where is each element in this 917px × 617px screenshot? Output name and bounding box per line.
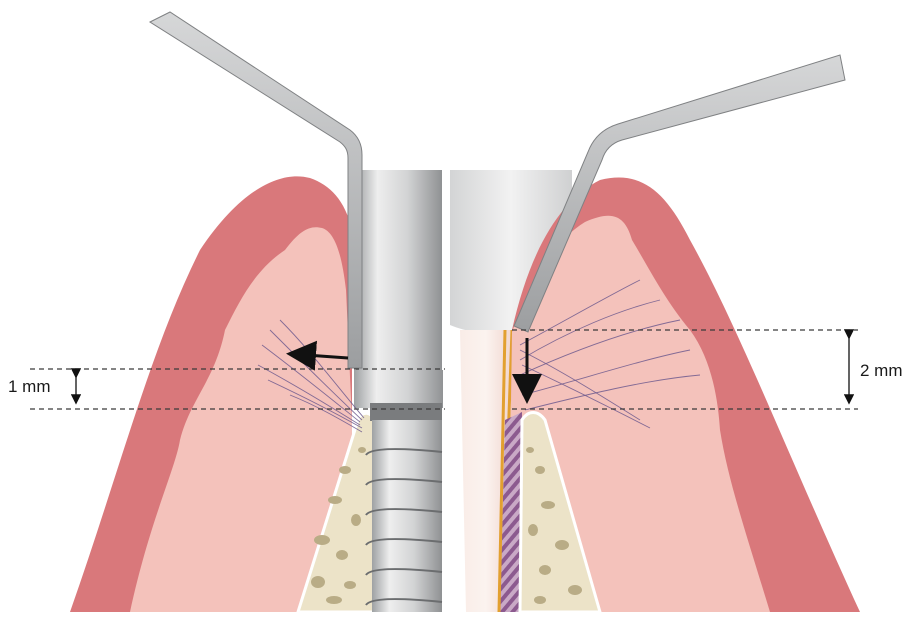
- left-implant-site: [70, 176, 374, 612]
- implant-platform: [370, 403, 442, 421]
- implant-abutment: [356, 170, 442, 370]
- right-measure-label: 2 mm: [860, 361, 903, 380]
- right-tooth-site: [450, 170, 860, 612]
- implant-collar: [354, 370, 444, 408]
- left-measure-label: 1 mm: [8, 377, 51, 396]
